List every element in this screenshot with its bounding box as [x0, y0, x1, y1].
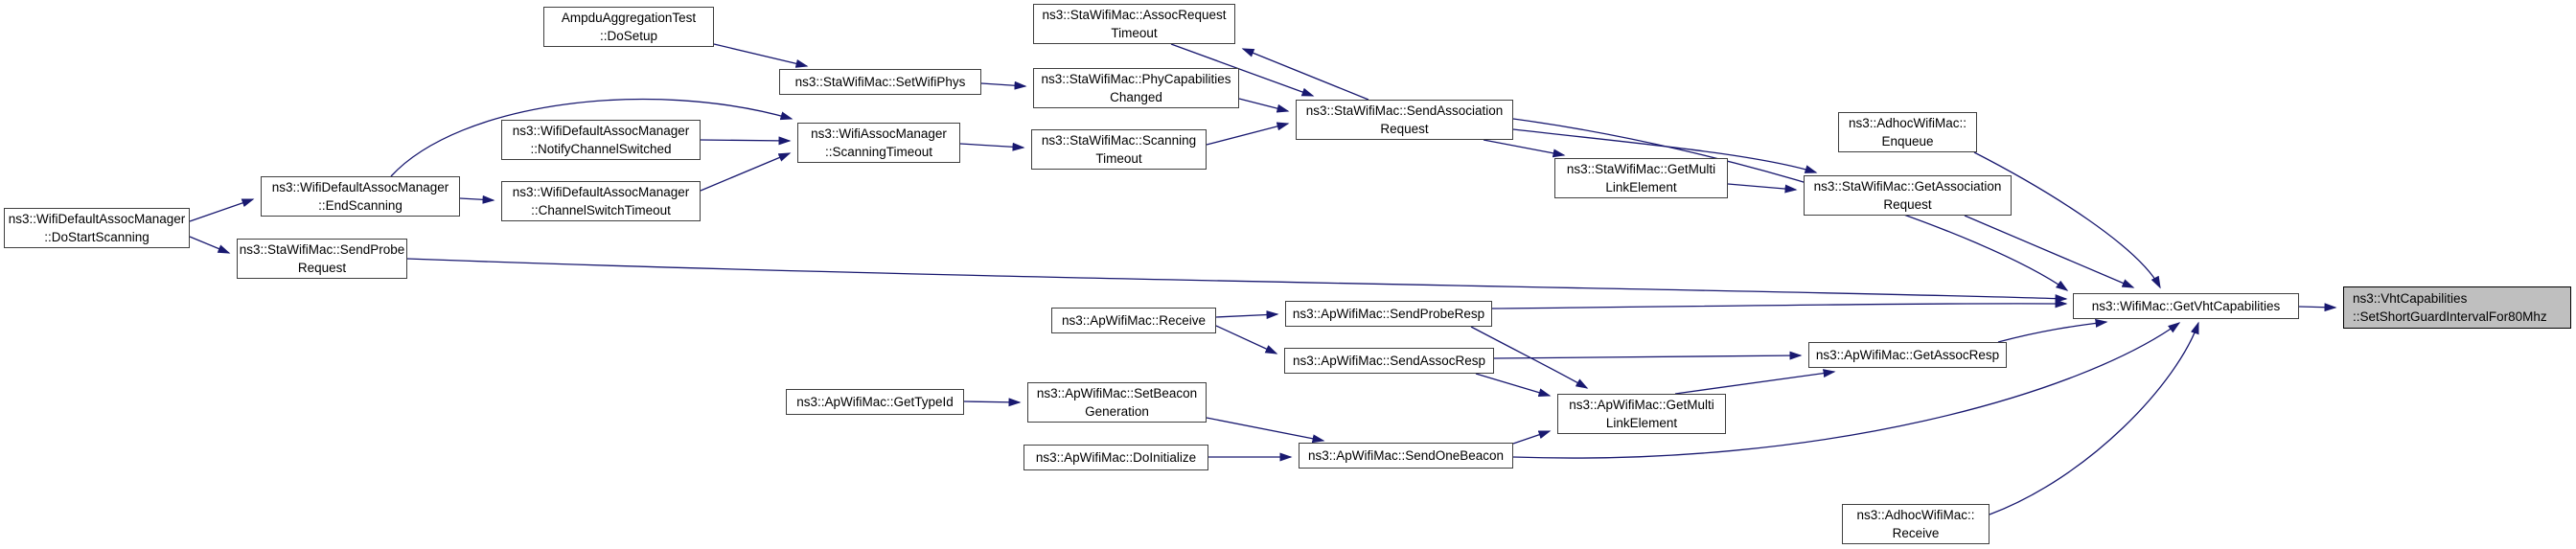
graph-node-notify-channel-switched[interactable]: ns3::WifiDefaultAssocManager ::NotifyCha…	[501, 120, 701, 160]
graph-node-ap-get-multi-link[interactable]: ns3::ApWifiMac::GetMulti LinkElement	[1557, 394, 1726, 434]
graph-node-wifi-assoc-scanning-timeout[interactable]: ns3::WifiAssocManager ::ScanningTimeout	[797, 123, 960, 163]
graph-node-sta-scanning-timeout[interactable]: ns3::StaWifiMac::Scanning Timeout	[1031, 129, 1207, 170]
graph-node-send-probe-request[interactable]: ns3::StaWifiMac::SendProbe Request	[237, 239, 407, 279]
graph-node-send-one-beacon[interactable]: ns3::ApWifiMac::SendOneBeacon	[1299, 443, 1513, 469]
graph-node-set-beacon-generation[interactable]: ns3::ApWifiMac::SetBeacon Generation	[1027, 382, 1207, 423]
edge-ap-receive--send-assoc-resp	[1215, 325, 1278, 355]
graph-node-get-assoc-resp[interactable]: ns3::ApWifiMac::GetAssocResp	[1808, 342, 2007, 368]
graph-node-ap-receive[interactable]: ns3::ApWifiMac::Receive	[1051, 308, 1216, 333]
edge-get-assoc-resp--get-vht-capabilities	[1997, 318, 2108, 343]
edge-send-probe-resp--ap-get-multi-link	[1470, 326, 1589, 389]
edge-ap-receive--send-probe-resp	[1215, 310, 1279, 320]
graph-node-do-start-scanning[interactable]: ns3::WifiDefaultAssocManager ::DoStartSc…	[4, 208, 190, 248]
edge-set-beacon-generation--send-one-beacon	[1206, 417, 1325, 444]
edge-set-wifi-phys--phy-capabilities-changed	[980, 80, 1027, 90]
edge-adhoc-enqueue--get-vht-capabilities	[1973, 151, 2161, 289]
graph-node-set-short-guard-interval: ns3::VhtCapabilities ::SetShortGuardInte…	[2343, 286, 2571, 329]
edge-send-association-request--get-association-request	[1512, 128, 1818, 173]
edge-send-probe-request--get-vht-capabilities	[406, 258, 2068, 304]
graph-node-send-association-request[interactable]: ns3::StaWifiMac::SendAssociation Request	[1296, 100, 1513, 140]
edge-sta-scanning-timeout--send-association-request	[1206, 122, 1290, 146]
graph-node-get-vht-capabilities[interactable]: ns3::WifiMac::GetVhtCapabilities	[2073, 293, 2299, 319]
graph-node-channel-switch-timeout[interactable]: ns3::WifiDefaultAssocManager ::ChannelSw…	[501, 181, 701, 221]
edge-do-start-scanning--end-scanning	[189, 198, 255, 222]
graph-node-set-wifi-phys[interactable]: ns3::StaWifiMac::SetWifiPhys	[779, 69, 981, 95]
edge-send-one-beacon--get-vht-capabilities	[1512, 322, 2181, 459]
graph-node-ampdu-do-setup[interactable]: AmpduAggregationTest ::DoSetup	[543, 7, 714, 47]
graph-node-ap-get-type-id[interactable]: ns3::ApWifiMac::GetTypeId	[786, 389, 964, 415]
edge-get-vht-capabilities--set-short-guard-interval	[2298, 303, 2337, 312]
graph-node-sta-get-multi-link[interactable]: ns3::StaWifiMac::GetMulti LinkElement	[1554, 158, 1728, 198]
edge-end-scanning--wifi-assoc-scanning-timeout	[390, 98, 794, 177]
edge-send-one-beacon--ap-get-multi-link	[1512, 430, 1552, 445]
edge-send-association-request--sta-get-multi-link	[1483, 139, 1566, 158]
edge-phy-capabilities-changed--send-association-request	[1238, 98, 1290, 113]
edge-do-start-scanning--send-probe-request	[189, 236, 231, 254]
graph-node-assoc-request-timeout[interactable]: ns3::StaWifiMac::AssocRequest Timeout	[1033, 4, 1235, 44]
edge-wifi-assoc-scanning-timeout--sta-scanning-timeout	[959, 142, 1025, 151]
graph-node-ap-do-initialize[interactable]: ns3::ApWifiMac::DoInitialize	[1024, 445, 1208, 470]
edge-assoc-request-timeout--send-association-request	[1170, 43, 1315, 97]
edge-ap-get-multi-link--get-assoc-resp	[1674, 369, 1836, 395]
graph-node-adhoc-enqueue[interactable]: ns3::AdhocWifiMac:: Enqueue	[1838, 112, 1977, 152]
edge-ampdu-do-setup--set-wifi-phys	[713, 43, 809, 68]
graph-node-get-association-request[interactable]: ns3::StaWifiMac::GetAssociation Request	[1804, 175, 2012, 216]
edge-end-scanning--channel-switch-timeout	[459, 194, 495, 204]
graph-node-phy-capabilities-changed[interactable]: ns3::StaWifiMac::PhyCapabilities Changed	[1033, 68, 1239, 108]
edge-sta-get-multi-link--get-association-request	[1727, 183, 1798, 194]
edge-notify-channel-switched--wifi-assoc-scanning-timeout	[700, 136, 792, 146]
edge-send-assoc-resp--get-assoc-resp	[1493, 351, 1803, 360]
edge-send-assoc-resp--ap-get-multi-link	[1475, 373, 1552, 398]
graph-node-end-scanning[interactable]: ns3::WifiDefaultAssocManager ::EndScanni…	[261, 176, 460, 217]
edge-channel-switch-timeout--wifi-assoc-scanning-timeout	[700, 152, 792, 192]
edge-adhoc-receive--get-vht-capabilities	[1989, 321, 2199, 515]
edge-get-association-request--get-vht-capabilities	[1964, 215, 2135, 288]
edge-ap-get-type-id--set-beacon-generation	[963, 398, 1022, 407]
edge-send-association-request--assoc-request-timeout	[1241, 48, 1369, 101]
graph-node-adhoc-receive[interactable]: ns3::AdhocWifiMac:: Receive	[1842, 504, 1990, 544]
graph-node-send-assoc-resp[interactable]: ns3::ApWifiMac::SendAssocResp	[1284, 348, 1494, 374]
graph-node-send-probe-resp[interactable]: ns3::ApWifiMac::SendProbeResp	[1285, 301, 1492, 327]
edge-send-probe-resp--get-vht-capabilities	[1491, 299, 2068, 309]
